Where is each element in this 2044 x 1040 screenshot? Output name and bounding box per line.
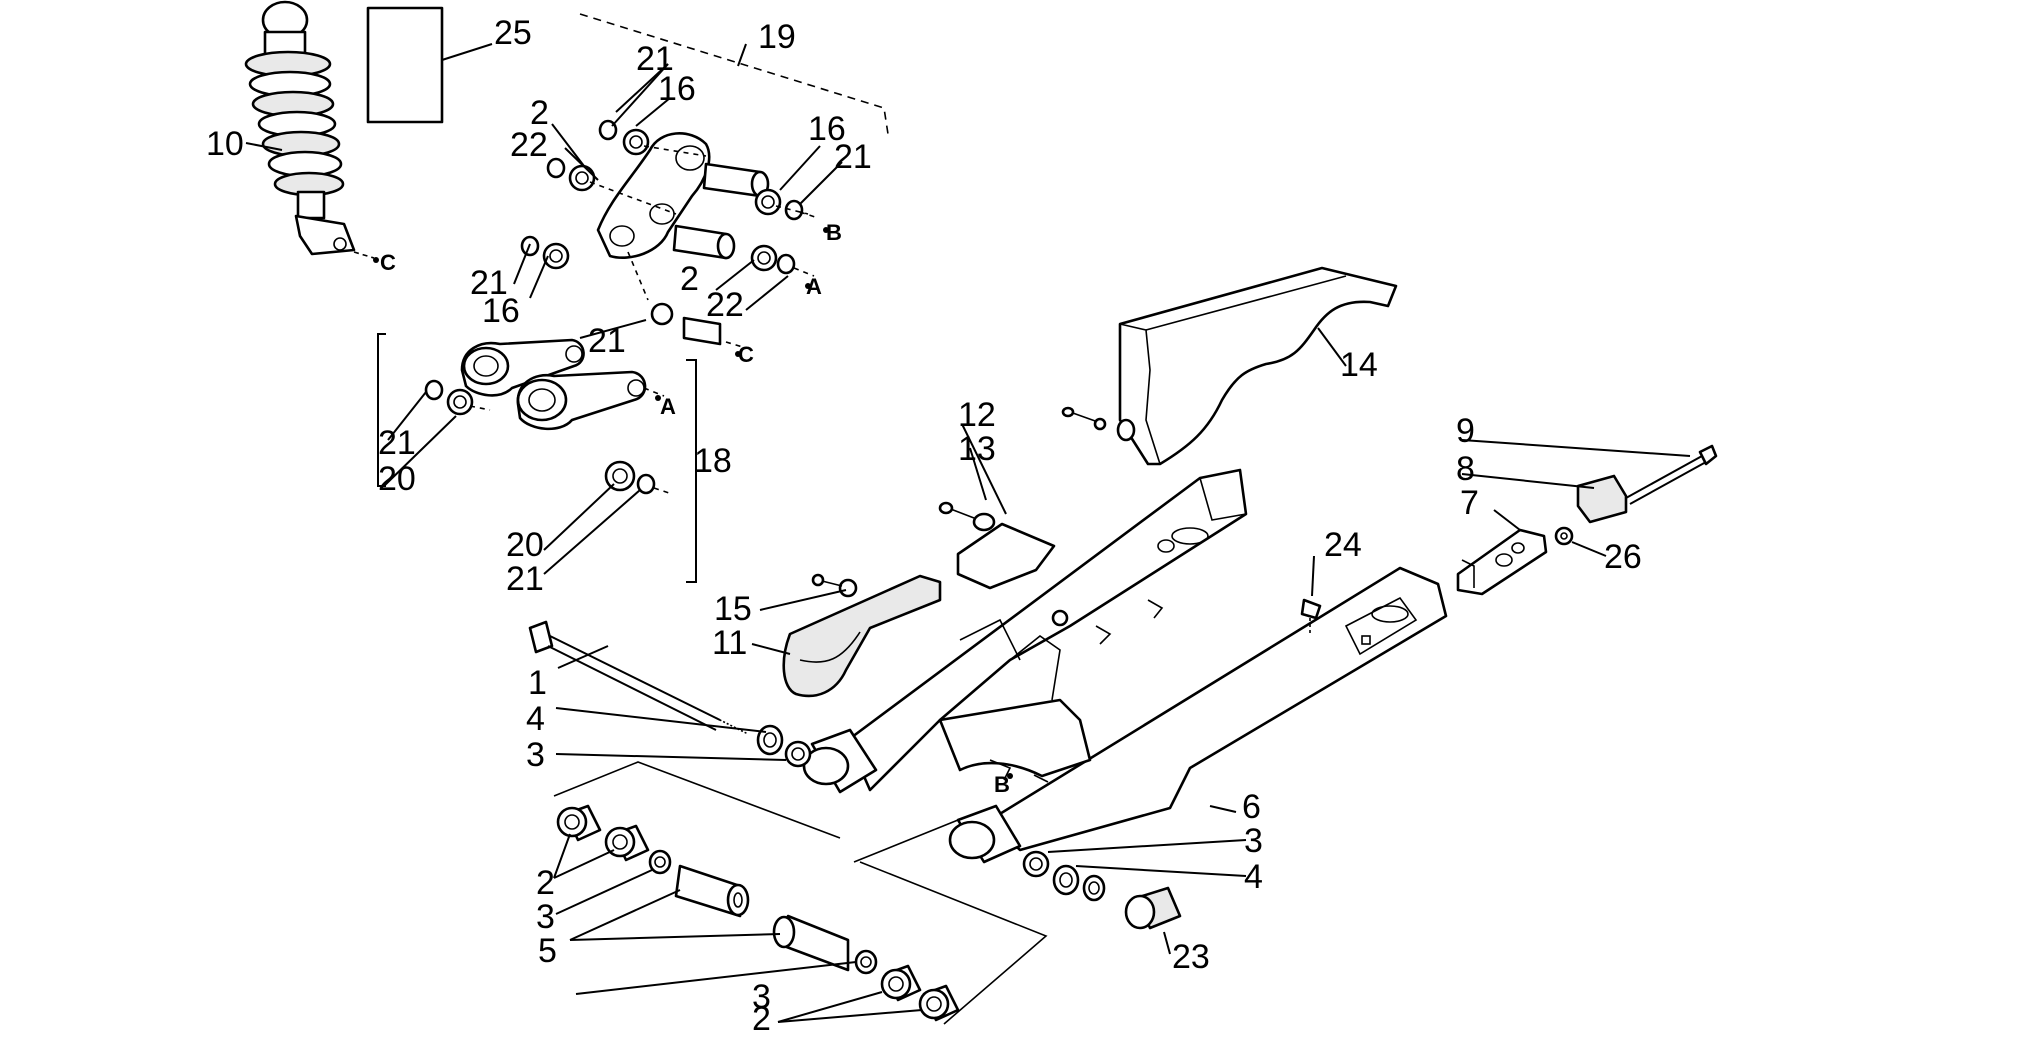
part-6-swingarm [802,468,1448,864]
label-18: 18 [694,442,732,480]
label-10: 10 [206,125,244,163]
label-A: A [660,394,676,419]
part-23-cap [1124,886,1182,930]
label-21: 21 [834,138,872,176]
label-8: 8 [1456,450,1475,488]
label-13: 13 [958,430,996,468]
label-26: 26 [1604,538,1642,576]
part-10-shock-absorber [244,0,375,259]
part-25-box [366,6,444,124]
label-3: 3 [526,736,545,774]
label-2: 2 [752,1000,771,1035]
label-23: 23 [1172,938,1210,976]
label-21: 21 [506,560,544,598]
part-3-spacer-left [784,740,812,768]
label-16: 16 [658,70,696,108]
label-4: 4 [1244,858,1263,896]
label-20: 20 [378,460,416,498]
label-24: 24 [1324,526,1362,564]
label-22: 22 [706,286,744,324]
part-rocker-link [520,119,804,346]
label-2: 2 [530,94,549,132]
part-3-washer-lower-right [854,949,878,975]
part-2-bearing-left-2 [604,824,650,862]
part-4-washer-left [756,724,784,756]
part-3-washer-lower-left [648,849,672,875]
label-2: 2 [536,864,555,902]
part-12-bracket [938,501,1056,590]
label-21: 21 [588,322,626,360]
part-24-fitting [1300,598,1322,634]
part-4-washer-right [1052,864,1080,896]
label-3: 3 [752,978,771,1016]
part-9-adjuster-bolt [1625,444,1718,505]
label-C: C [380,250,396,275]
part-5-sleeve-left [674,864,750,918]
label-B: B [994,772,1010,797]
label-B: B [826,220,842,245]
label-3: 3 [536,898,555,936]
part-5-sleeve-right [772,914,850,972]
label-2: 2 [680,260,699,298]
label-12: 12 [958,396,996,434]
part-11-chain-slider [782,573,942,698]
part-2-bearing-left [556,804,602,842]
label-15: 15 [714,590,752,628]
label-9: 9 [1456,412,1475,450]
part-14-chain-guard [1061,266,1398,466]
part-2-bearing-right [880,964,922,1002]
label-C: C [738,342,754,367]
label-6: 6 [1242,788,1261,826]
label-20: 20 [506,526,544,564]
label-5: 5 [538,932,557,970]
label-4: 4 [526,700,545,738]
part-4-washer-right-2 [1082,874,1106,902]
label-22: 22 [510,126,548,164]
label-19: 19 [758,18,796,56]
label-16: 16 [482,292,520,330]
label-7: 7 [1460,484,1479,522]
part-3-washer-right [1022,850,1050,878]
label-1: 1 [528,664,547,702]
label-21: 21 [636,40,674,78]
part-26-nut [1554,526,1574,546]
part-7-adjuster-block [1456,528,1548,596]
label-16: 16 [808,110,846,148]
label-25: 25 [494,14,532,52]
label-A: A [806,274,822,299]
label-21: 21 [470,264,508,302]
label-11: 11 [712,624,747,662]
part-8-adjuster-plate [1576,474,1628,524]
part-18-linkage-arms [424,338,656,495]
label-21: 21 [378,424,416,462]
label-3: 3 [1244,822,1263,860]
part-2-bearing-right-2 [918,984,960,1022]
label-14: 14 [1340,346,1378,384]
